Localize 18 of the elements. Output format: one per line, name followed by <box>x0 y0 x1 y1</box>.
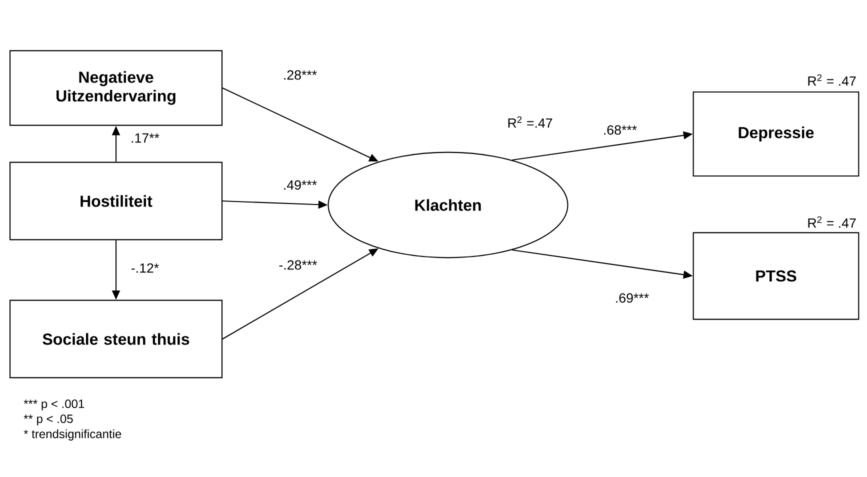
variable-box: Depressie <box>692 91 860 177</box>
r-squared-label: R$^{2}$ = .47 <box>808 74 856 86</box>
legend-note: ** p < .05 <box>24 414 73 426</box>
edge-label: .17** <box>132 133 160 143</box>
variable-box: Negatieve Uitzendervaring <box>9 50 223 126</box>
variable-box: PTSS <box>692 232 860 320</box>
edge-label: .69*** <box>616 293 649 303</box>
r-squared-label: R$^{2}$ = .47 <box>808 216 856 228</box>
edge-label: .28*** <box>284 70 317 80</box>
edge-label: .49*** <box>284 180 317 190</box>
r-squared-label: R$^{2}$ =.47 <box>508 116 552 128</box>
legend-note: * trendsignificantie <box>24 429 122 441</box>
edge-label: -.12* <box>132 263 159 273</box>
legend-note: *** p < .001 <box>24 400 84 410</box>
variable-box: Sociale steun thuis <box>9 300 223 378</box>
edge-label: -.28*** <box>279 260 318 270</box>
edge-label: .68*** <box>604 125 637 135</box>
variable-box: Hostiliteit <box>9 162 223 240</box>
